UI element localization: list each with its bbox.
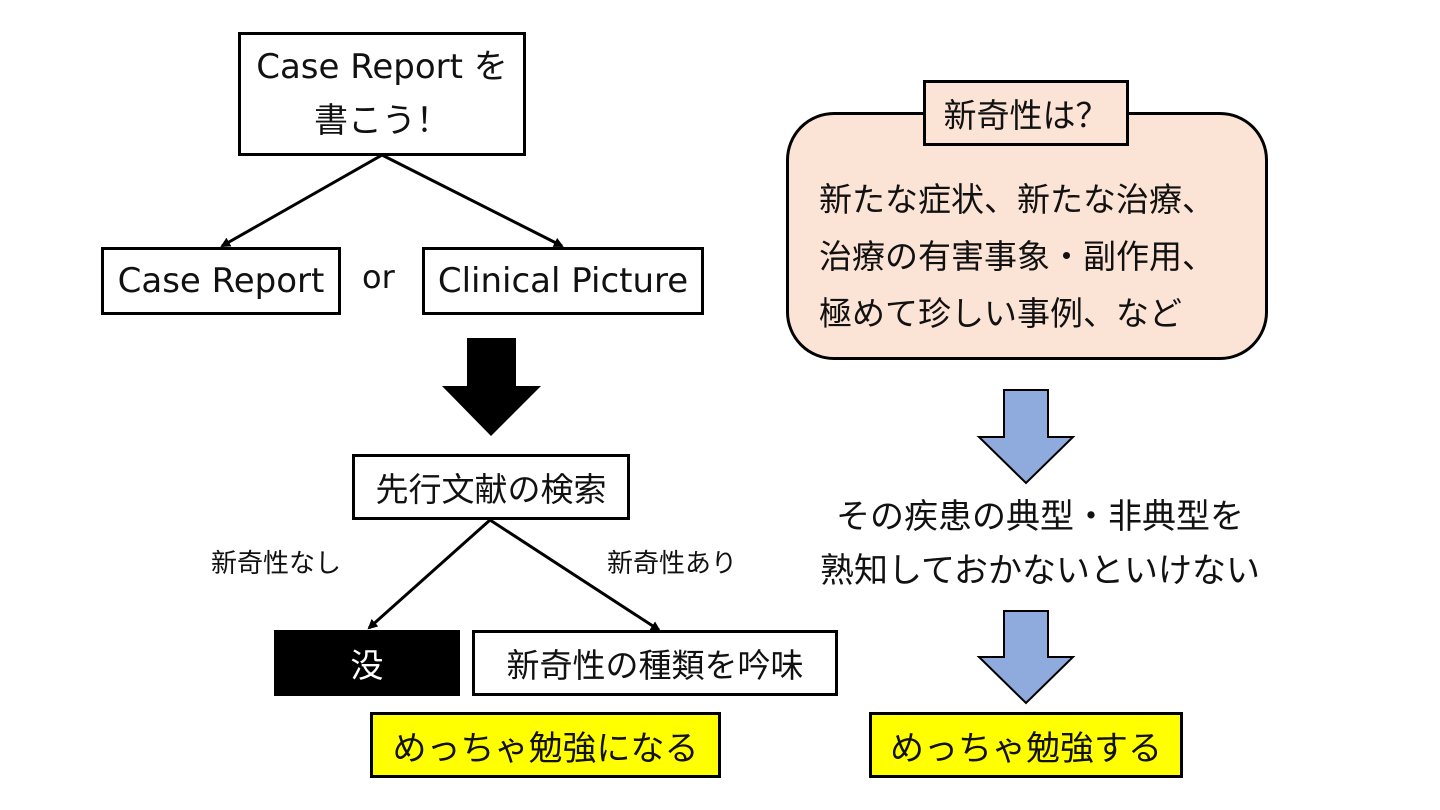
literature-search-box: 先行文献の検索 <box>352 454 630 520</box>
branch-no-novelty-label: 新奇性なし <box>211 549 342 579</box>
option-case-report-label: Case Report <box>117 261 325 301</box>
branch-has-novelty-label: 新奇性あり <box>607 549 738 579</box>
start-box: Case Report を 書こう！ <box>238 32 526 156</box>
result-right-box: めっちゃ勉強する <box>869 712 1183 778</box>
option-clinical-picture-box: Clinical Picture <box>422 247 704 315</box>
rejected-label: 没 <box>350 646 384 685</box>
connector-search-to-examine <box>489 518 661 632</box>
novelty-panel: 新たな症状、新たな治療、 治療の有害事象・副作用、 極めて珍しい事例、など <box>786 112 1268 360</box>
connector-start-to-case-report <box>220 153 383 248</box>
result-left-box: めっちゃ勉強になる <box>370 712 721 778</box>
black-down-arrow <box>442 338 541 436</box>
novelty-item: 極めて珍しい事例、など <box>819 294 1182 333</box>
examine-novelty-label: 新奇性の種類を吟味 <box>506 646 804 685</box>
novelty-title-box: 新奇性は？ <box>923 80 1129 146</box>
novelty-item: 新たな症状、新たな治療、 <box>819 180 1215 219</box>
result-left-label: めっちゃ勉強になる <box>392 728 699 769</box>
start-box-line2: 書こう！ <box>314 101 450 141</box>
connector-search-to-rejected <box>367 518 491 630</box>
knowledge-line2: 熟知しておかないといけない <box>820 551 1260 591</box>
literature-search-label: 先行文献の検索 <box>375 470 607 509</box>
novelty-item: 治療の有害事象・副作用、 <box>819 237 1215 276</box>
option-case-report-box: Case Report <box>101 247 341 315</box>
connector-start-to-clinical-picture <box>381 153 564 248</box>
option-clinical-picture-label: Clinical Picture <box>437 261 689 301</box>
novelty-title-label: 新奇性は？ <box>943 96 1109 135</box>
result-right-label: めっちゃ勉強する <box>890 728 1162 769</box>
rejected-box: 没 <box>274 630 460 696</box>
knowledge-line1: その疾患の典型・非典型を <box>836 497 1244 537</box>
novelty-list: 新たな症状、新たな治療、 治療の有害事象・副作用、 極めて珍しい事例、など <box>819 171 1215 342</box>
start-box-line1: Case Report を <box>256 47 508 87</box>
blue-down-arrow-2 <box>976 610 1076 705</box>
knowledge-text: その疾患の典型・非典型を 熟知しておかないといけない <box>780 490 1300 598</box>
or-label: or <box>362 258 395 296</box>
examine-novelty-box: 新奇性の種類を吟味 <box>472 630 838 696</box>
blue-down-arrow-1 <box>976 389 1076 485</box>
